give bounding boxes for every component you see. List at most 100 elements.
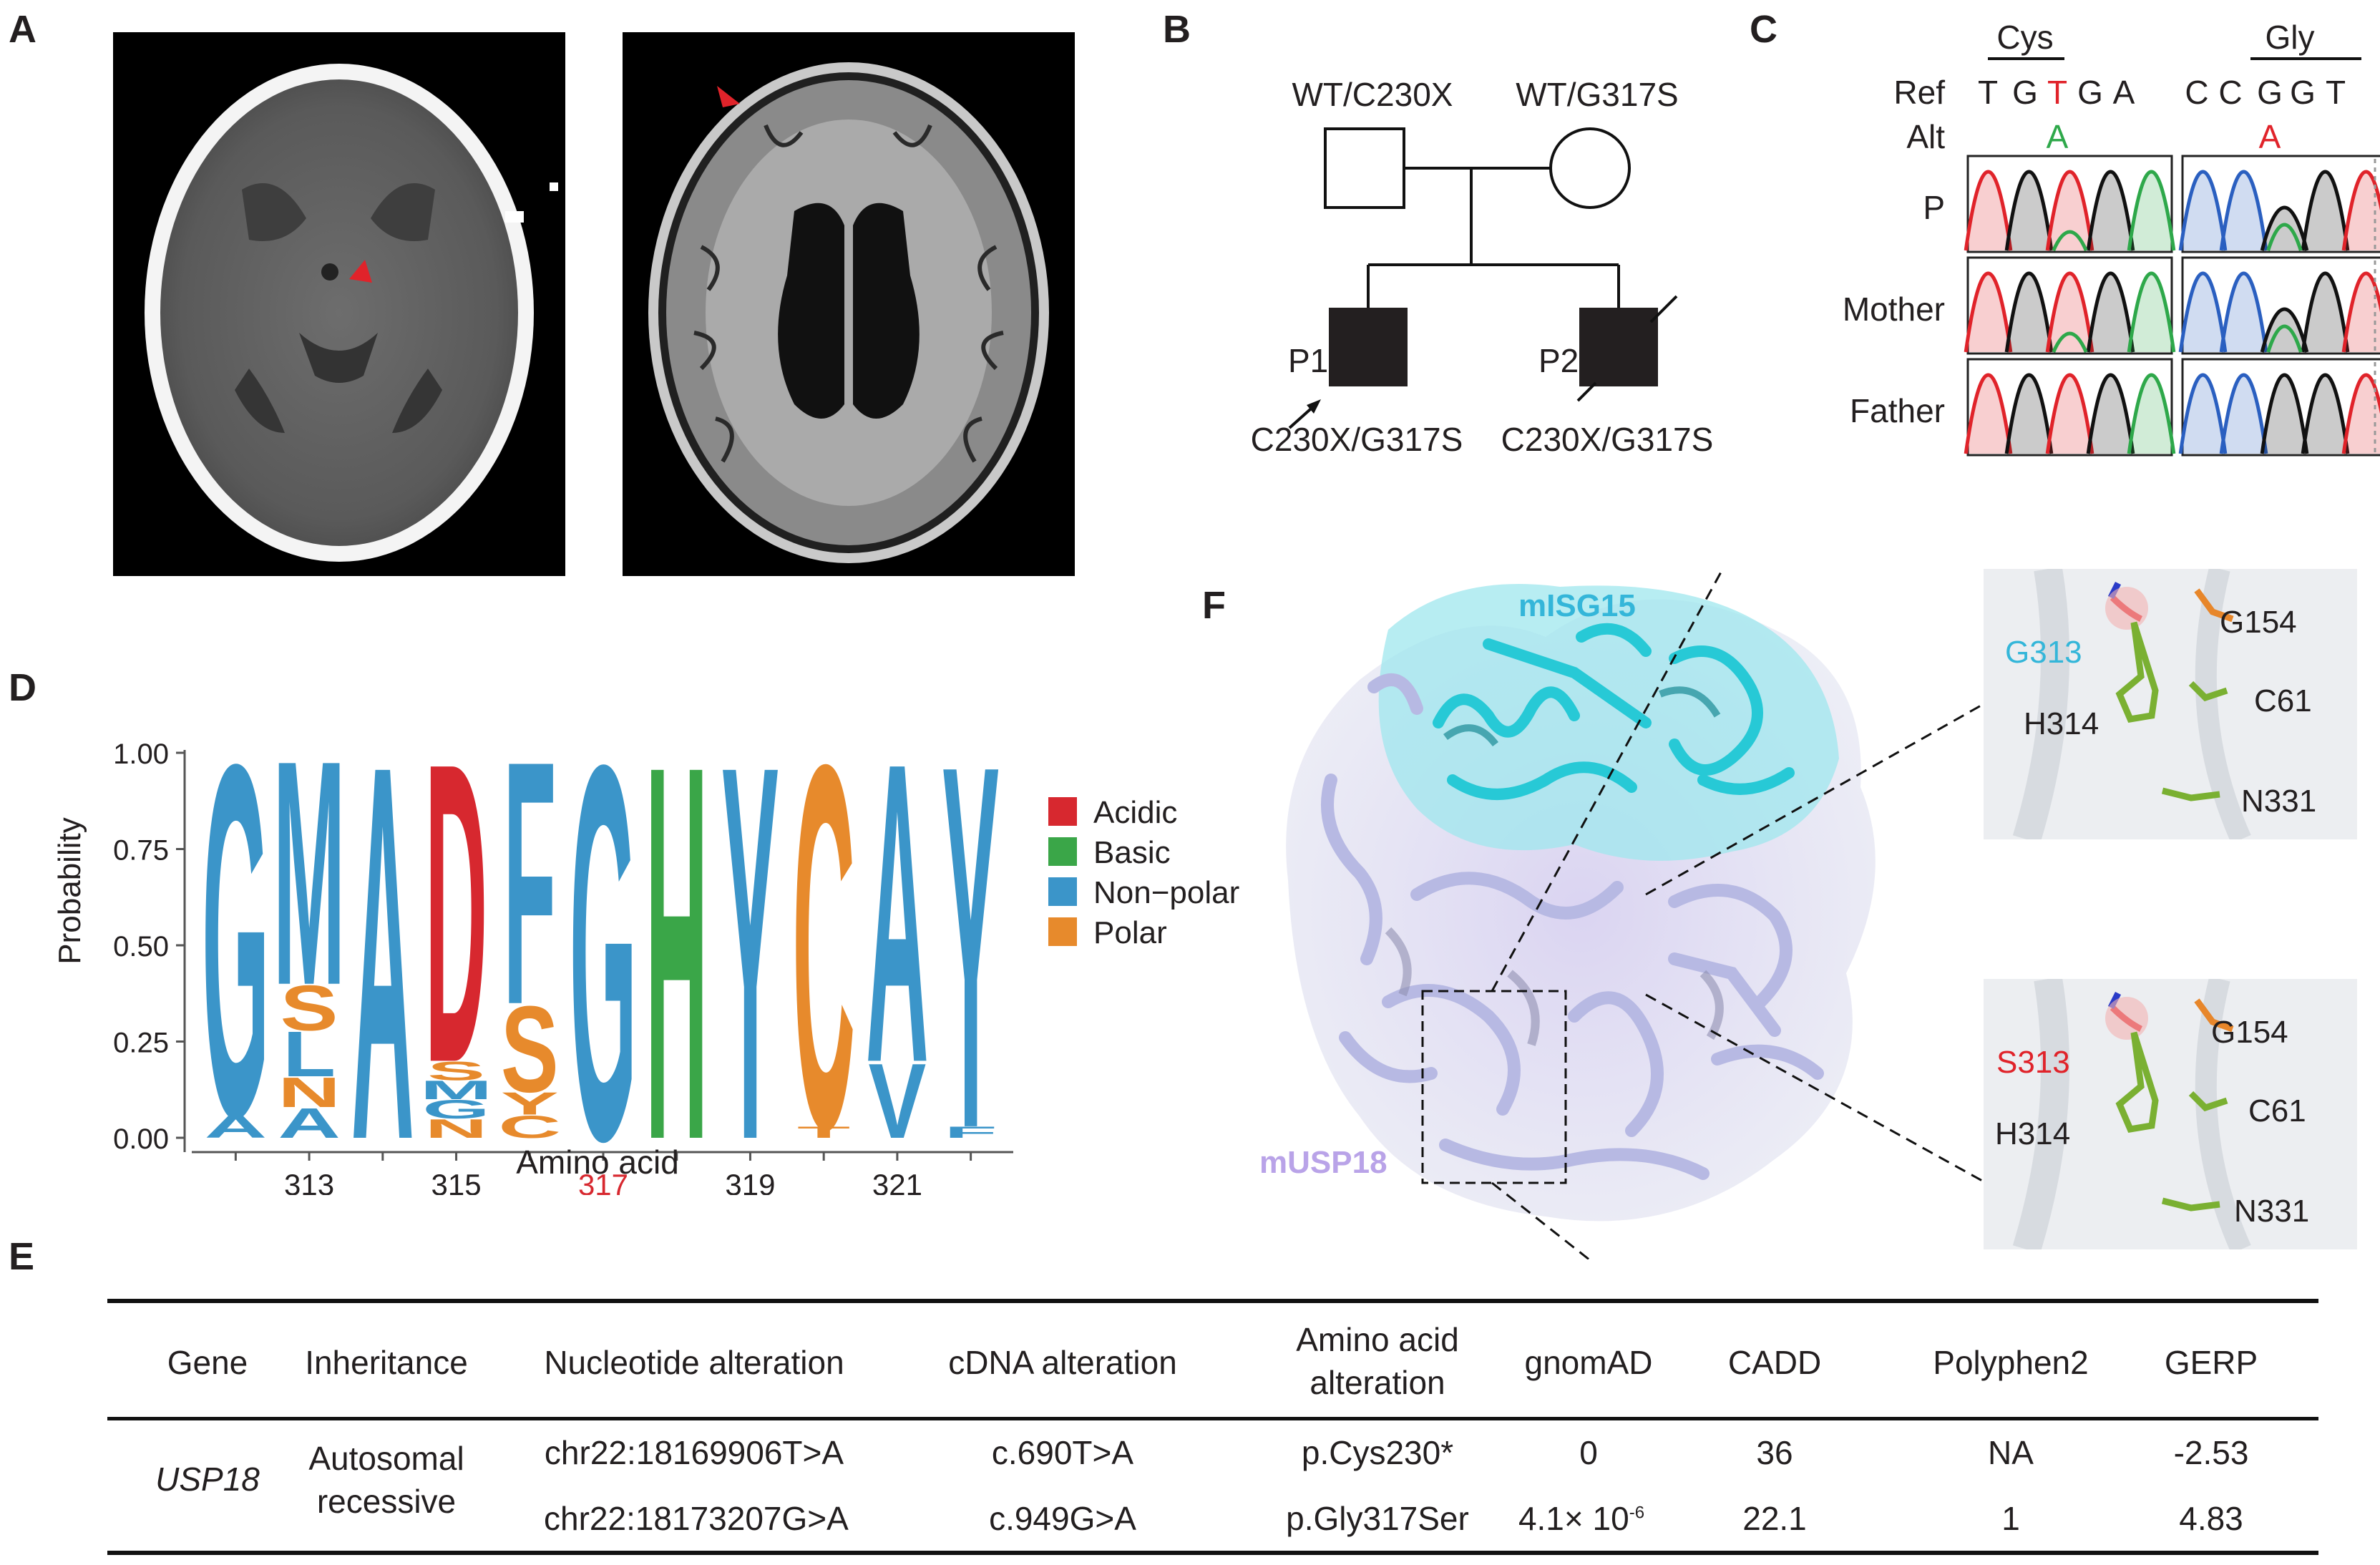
chromatogram-row-label: P	[1923, 189, 1945, 226]
trace-peak	[2127, 271, 2176, 353]
inset-wt-label-2: C61	[2254, 683, 2312, 718]
trace-peak	[2341, 170, 2380, 251]
ref-label: Ref	[1893, 74, 1945, 111]
cell-cadd: 36	[1756, 1434, 1793, 1471]
p2-symbol	[1579, 308, 1658, 386]
legend-label: Basic	[1093, 835, 1171, 870]
inset-mut-label-4: N331	[2234, 1194, 2310, 1229]
pedigree-chart: WT/C230X WT/G317S P1 P2 C230X/G317S C230…	[1251, 76, 1714, 458]
mri-scan-image	[623, 32, 1075, 576]
gnomad-value: 4.1× 10	[1518, 1500, 1629, 1537]
trace-peak	[2086, 271, 2135, 353]
logo-letter: C	[499, 1109, 562, 1145]
cell-inheritance-2: recessive	[316, 1483, 457, 1520]
father-symbol	[1324, 127, 1405, 209]
legend-swatch	[1048, 877, 1077, 906]
logo-letter: A	[278, 1099, 341, 1147]
trace-peak	[2178, 373, 2228, 454]
alt-label: Alt	[1906, 118, 1945, 155]
logo-letter: Y	[501, 1086, 559, 1121]
inset-wildtype: G313 G154 C61 H314 N331	[1984, 569, 2357, 839]
logo-letter: F	[945, 1123, 998, 1141]
ref-base: C	[2185, 74, 2208, 111]
trace-peak	[2260, 373, 2309, 454]
panel-label-e: E	[9, 1235, 35, 1278]
cell-cdna: c.949G>A	[989, 1500, 1136, 1537]
logo-letter: M	[273, 708, 346, 1052]
proband-arrow-icon	[1307, 399, 1321, 414]
ref-base: A	[2113, 74, 2135, 111]
panel-label-c: C	[1750, 8, 1777, 51]
inset-mutant: S313 G154 C61 H314 N331	[1984, 979, 2357, 1249]
zoom-connectors	[1645, 703, 1983, 1182]
mri-arrowhead	[717, 86, 740, 107]
cell-gnomad: 0	[1579, 1434, 1598, 1471]
active-site-box	[1421, 990, 1567, 1184]
panel-label-a: A	[9, 8, 36, 51]
inset-wt-label-3: H314	[2024, 706, 2099, 741]
th-inheritance: Inheritance	[305, 1344, 468, 1381]
logo-letter: G	[570, 708, 637, 1195]
logo-x-tick-label: 317	[578, 1168, 628, 1195]
logo-x-tick-label: 315	[431, 1168, 482, 1195]
trace-peak	[2178, 170, 2228, 251]
trace-peak	[2266, 223, 2303, 251]
inset-wt-label-4: N331	[2241, 784, 2317, 819]
trace-peak	[2301, 170, 2350, 251]
protein-structure-panel: mISG15	[1286, 572, 1876, 1259]
trace-peak	[2178, 271, 2228, 353]
cell-gerp: 4.83	[2179, 1500, 2243, 1537]
trace-peak	[2045, 271, 2094, 353]
logo-letter: S	[281, 972, 338, 1044]
p2-genotype: C230X/G317S	[1501, 421, 1714, 458]
logo-letter: N	[278, 1068, 341, 1116]
trace-peak	[2086, 170, 2135, 251]
ct-arrowhead	[349, 260, 372, 283]
trace-peak	[2127, 373, 2176, 454]
logo-letter: V	[868, 1041, 926, 1161]
cell-aa: p.Gly317Ser	[1286, 1500, 1469, 1537]
ref-base: T	[2047, 74, 2067, 111]
trace-peak	[2004, 373, 2054, 454]
logo-letter: M	[420, 1076, 492, 1106]
trace-peak	[2266, 324, 2303, 353]
mother-symbol	[1549, 127, 1631, 209]
ref-base: G	[2290, 74, 2316, 111]
cell-polyphen: 1	[2001, 1500, 2020, 1537]
legend-swatch	[1048, 917, 1077, 946]
cell-nucleotide: chr22:18173207G>A	[544, 1500, 849, 1537]
th-cadd: CADD	[1727, 1344, 1822, 1381]
cell-cadd: 22.1	[1742, 1500, 1807, 1537]
mother-genotype: WT/G317S	[1516, 76, 1679, 113]
trace-peak	[2341, 271, 2380, 353]
inset-mut-label-1: G154	[2211, 1015, 2288, 1050]
legend-swatch	[1048, 837, 1077, 866]
cell-nucleotide: chr22:18169906T>A	[544, 1434, 844, 1471]
p1-genotype: C230X/G317S	[1251, 421, 1463, 458]
panel-label-f: F	[1202, 584, 1226, 627]
isg15-ribbon	[1433, 623, 1795, 800]
logo-letter: Y	[942, 708, 1000, 1195]
trace-peak	[2052, 230, 2088, 252]
ref-base: T	[1978, 74, 1998, 111]
ref-base: G	[2012, 74, 2038, 111]
ref-base: G	[2077, 74, 2103, 111]
trace-peak	[2004, 271, 2054, 353]
th-cdna: cDNA alteration	[948, 1344, 1177, 1381]
logo-letter: S	[427, 1056, 485, 1086]
logo-y-axis-title: Probability	[52, 817, 87, 964]
th-gene: Gene	[167, 1344, 248, 1381]
inset-wt-label-1: G154	[2220, 605, 2297, 640]
panel-label-d: D	[9, 666, 36, 709]
mUSP18-label: mUSP18	[1259, 1145, 1387, 1180]
ref-base: T	[2326, 74, 2346, 111]
logo-letter: T	[797, 1123, 850, 1141]
logo-y-tick-label: 0.75	[113, 835, 169, 867]
inset-mut-label-2: C61	[2248, 1093, 2306, 1128]
p1-symbol	[1329, 308, 1408, 386]
legend-label: Polar	[1093, 915, 1167, 950]
logo-x-tick-label: 321	[872, 1168, 922, 1195]
trace-peak	[2301, 271, 2350, 353]
ct-scan-image	[113, 32, 565, 576]
trace-peak	[2219, 170, 2268, 251]
